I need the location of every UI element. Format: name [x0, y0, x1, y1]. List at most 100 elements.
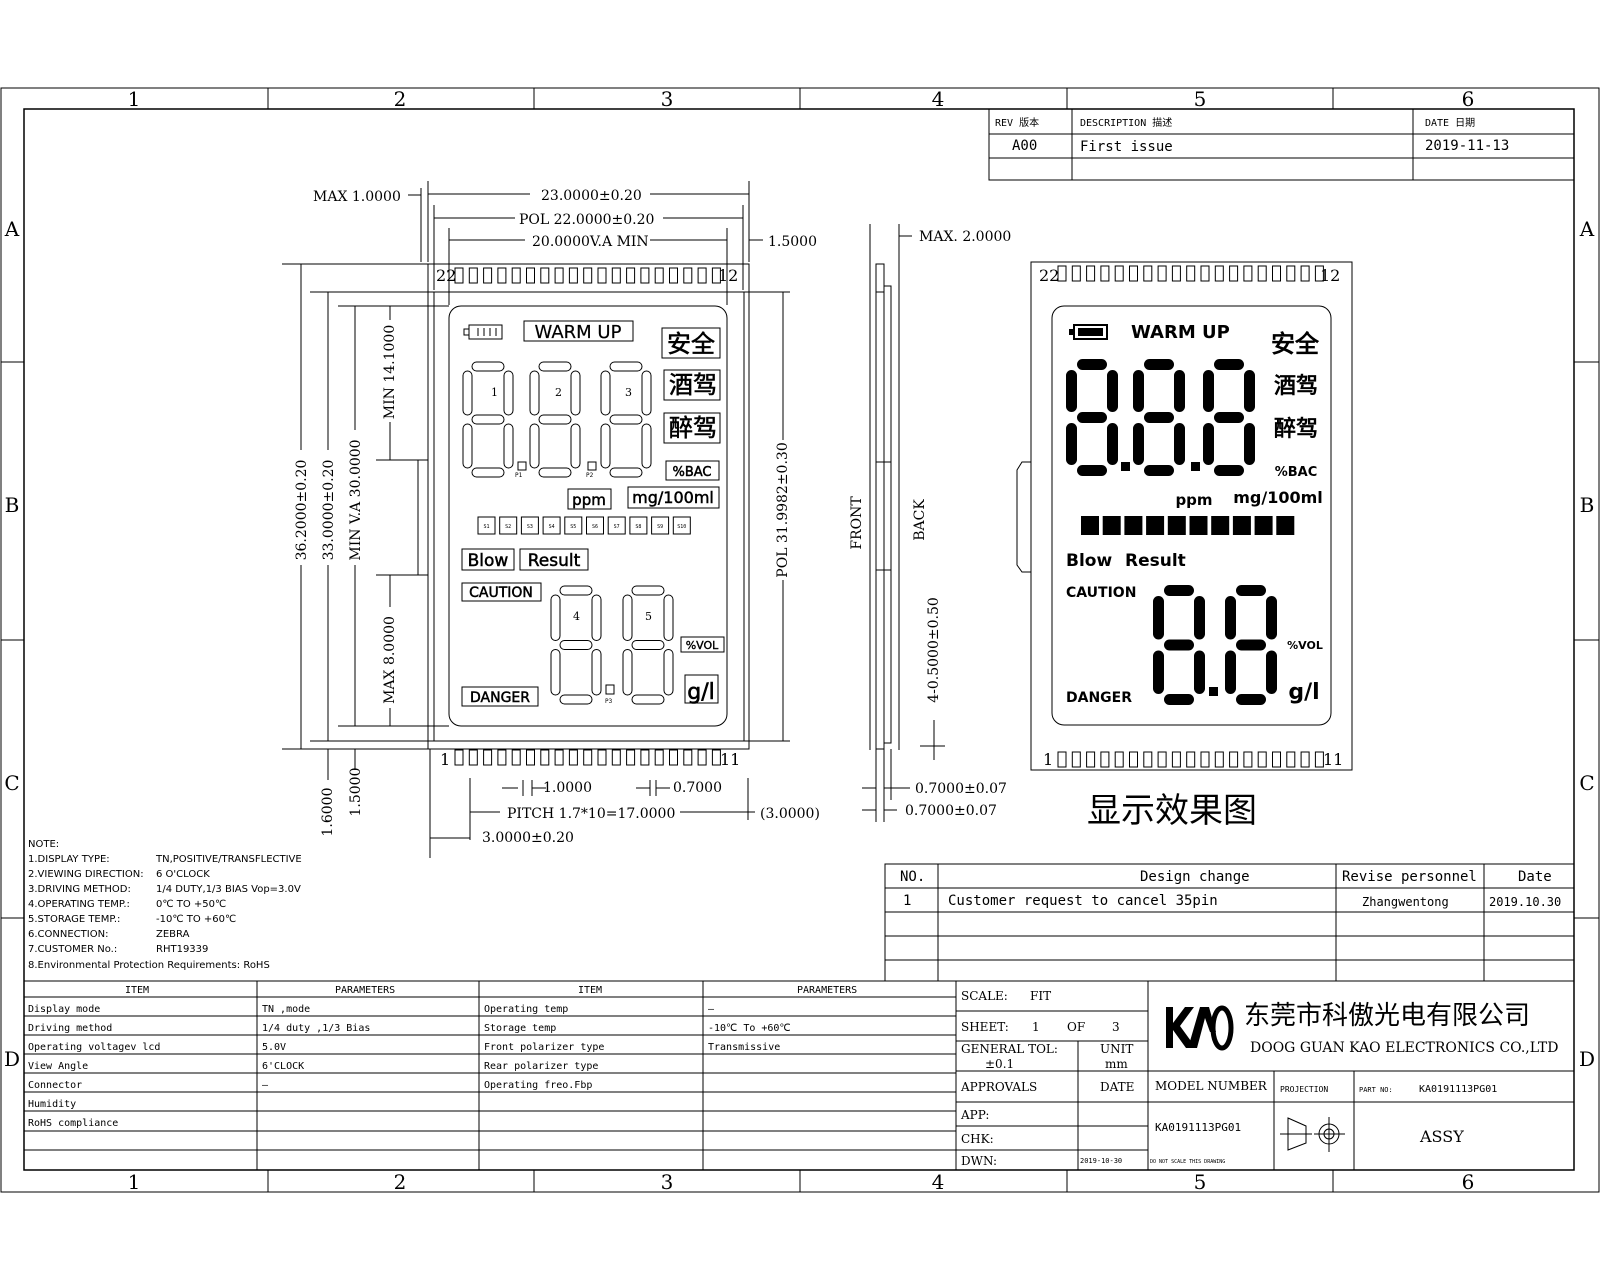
zone-labels: 1 2 3 4 5 6 1 2 3 4 5 6 A B C D A B C D [4, 87, 1595, 1194]
pin [626, 749, 636, 766]
pin [611, 749, 621, 766]
bar-segment [520, 516, 539, 535]
vol-label-effect: %VOL [1287, 639, 1323, 652]
svg-text:PROJECTION: PROJECTION [1280, 1085, 1328, 1094]
svg-text:KA0191113PG01: KA0191113PG01 [1419, 1084, 1497, 1095]
svg-text:Revise personnel: Revise personnel [1342, 869, 1477, 885]
svg-text:2: 2 [394, 87, 407, 111]
pin [568, 267, 578, 284]
svg-text:OF: OF [1067, 1020, 1085, 1034]
pin [583, 749, 593, 766]
svg-text:东莞市科傲光电有限公司: 东莞市科傲光电有限公司 [1244, 1001, 1530, 1031]
digit-label-5: 5 [645, 610, 652, 623]
svg-text:DOOG GUAN KAO ELECTRONICS CO: DOOG GUAN KAO ELECTRONICS CO.,LTD [1250, 1040, 1558, 1056]
svg-text:20.0000V.A MIN: 20.0000V.A MIN [532, 234, 649, 250]
svg-text:2: 2 [394, 1170, 407, 1194]
decimal-point [1191, 462, 1200, 471]
svg-text:B: B [5, 493, 20, 517]
segment [1225, 650, 1236, 694]
svg-text:B: B [1580, 493, 1595, 517]
pin [669, 267, 678, 284]
revision-block: REV 版本 DESCRIPTION 描述 DATE 日期 A00 First … [988, 108, 1575, 181]
segment [1144, 412, 1174, 423]
svg-text:Zhangwentong: Zhangwentong [1362, 895, 1449, 909]
segment [609, 361, 643, 372]
segment [600, 370, 611, 416]
segment [663, 594, 674, 641]
bac-label-effect: %BAC [1275, 465, 1318, 480]
danger-label: DANGER [470, 690, 530, 706]
pin [1200, 751, 1210, 768]
pin [611, 267, 621, 284]
svg-text:mm: mm [1105, 1057, 1128, 1071]
pin [1071, 265, 1081, 282]
segment [1077, 412, 1107, 423]
digit-label-3: 3 [625, 386, 632, 399]
segment [559, 585, 593, 596]
segment [1066, 423, 1077, 465]
bac-label: %BAC [672, 465, 711, 480]
pin [1243, 751, 1253, 768]
spec-cell: 1/4 duty ,1/3 Bias [262, 1023, 370, 1034]
svg-text:RHT19339: RHT19339 [156, 944, 208, 955]
segment [663, 649, 674, 696]
pin [683, 749, 693, 766]
svg-text:ITEM: ITEM [578, 985, 602, 996]
pin [1186, 751, 1196, 768]
svg-text:DATE 日期: DATE 日期 [1425, 117, 1475, 129]
svg-text:REV 版本: REV 版本 [995, 116, 1039, 129]
bar-segment [499, 516, 518, 535]
svg-text:D: D [1579, 1047, 1595, 1071]
pin [1171, 751, 1181, 768]
lcd-front-drawing: 22 12 1 11 WARM UP 安全 酒驾 醉驾 %BAC ppm mg/… [427, 263, 750, 769]
blow-label: Blow [468, 551, 509, 571]
bar-segment [542, 516, 561, 535]
pin-row-bottom [454, 749, 721, 766]
pin [540, 267, 550, 284]
svg-text:DWN:: DWN: [961, 1154, 997, 1168]
bar-segment-label: S3 [527, 524, 533, 530]
title-block: 东莞市科傲光电有限公司 DOOG GUAN KAO ELECTRONICS CO… [955, 980, 1575, 1171]
spec-cell: 5.0V [262, 1042, 286, 1053]
svg-text:C: C [4, 771, 19, 795]
svg-text:5.STORAGE TEMP.:: 5.STORAGE TEMP.: [28, 914, 120, 925]
pin [1114, 265, 1124, 282]
segment [1174, 370, 1185, 412]
decimal-point [517, 461, 527, 471]
svg-text:MIN 14.1000: MIN 14.1000 [382, 325, 398, 419]
svg-text:6 O'CLOCK: 6 O'CLOCK [156, 869, 210, 880]
bar-segment [651, 516, 670, 535]
svg-text:4: 4 [932, 87, 945, 111]
pin [526, 267, 535, 284]
segment [1244, 370, 1255, 412]
pin [640, 267, 650, 284]
caution-label: CAUTION [469, 585, 533, 601]
svg-text:2.VIEWING DIRECTION:: 2.VIEWING DIRECTION: [28, 869, 144, 880]
ppm-label: ppm [572, 491, 606, 509]
pin [1314, 751, 1324, 768]
bar-segment-label: S10 [677, 524, 686, 530]
battery-icon-effect [1069, 324, 1108, 340]
pin [1086, 265, 1096, 282]
segment [609, 467, 643, 478]
svg-text:23.0000±0.20: 23.0000±0.20 [541, 188, 642, 204]
pin [583, 267, 593, 284]
front-dimension-labels: MAX 1.0000 23.0000±0.20 POL 22.0000±0.20… [294, 188, 820, 846]
bar-segment [1232, 516, 1251, 535]
svg-text:A00: A00 [1012, 138, 1037, 154]
pin [1100, 265, 1110, 282]
segment [462, 370, 473, 416]
bar-segment-label: S2 [505, 524, 511, 530]
pin [1143, 265, 1153, 282]
pin [497, 749, 507, 766]
effect-title: 显示效果图 [1087, 791, 1257, 831]
drunk-driving-label: 醉驾 [669, 414, 717, 442]
notes-block: NOTE: 1.DISPLAY TYPE:TN,POSITIVE/TRANSFL… [28, 839, 302, 971]
bar-segment [672, 516, 691, 535]
pin [1071, 751, 1081, 768]
seven-segment-digits [462, 361, 674, 705]
bar-segment [1124, 516, 1143, 535]
segment [1214, 359, 1244, 370]
segment [1107, 423, 1118, 465]
